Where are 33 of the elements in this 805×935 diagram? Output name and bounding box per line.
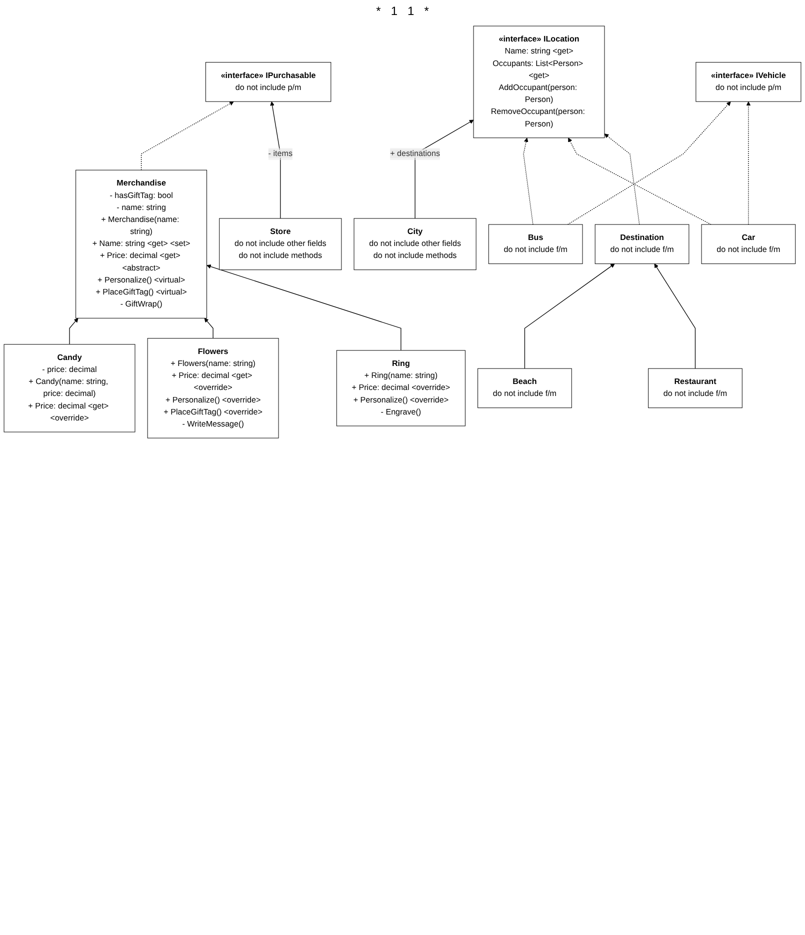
arrow xyxy=(654,264,696,369)
arrow xyxy=(270,101,281,219)
arrow xyxy=(140,101,234,170)
arrow xyxy=(746,101,751,225)
node-box: Flowers + Flowers(name: string) + Price: decimal <get> <override> + Personalize() <override> + PlaceGiftTag() <override> - WriteMessage() xyxy=(147,338,279,438)
node-box: Car do not include f/m xyxy=(701,224,796,264)
node-box: Merchandise - hasGiftTag: bool - name: string + Merchandise(name: string) + Name: string <get> <set> + Price: decimal <get> <abstract> + Personalize() <virtual> + PlaceGiftTag() <virtual> - GiftWrap() xyxy=(76,170,208,318)
node-box: Destination do not include f/m xyxy=(594,224,690,264)
node-box: «interface» IPurchasable do not include p/m xyxy=(205,62,332,102)
node-box: Store do not include other fields do not include methods xyxy=(219,218,342,270)
arrow xyxy=(524,264,615,369)
node-box: Candy - price: decimal + Candy(name: string, price: decimal) + Price: decimal <get> <override> xyxy=(4,344,136,432)
arrow xyxy=(69,318,78,345)
node-box: Restaurant do not include f/m xyxy=(648,368,742,408)
node-box: City do not include other fields do not include methods xyxy=(354,218,476,270)
arrow xyxy=(567,101,731,225)
arrow xyxy=(604,134,640,225)
arrow xyxy=(414,120,474,219)
node-box: Ring + Ring(name: string) + Price: decimal <override> + Personalize() <override> - Engrave() xyxy=(336,350,466,426)
arrow xyxy=(204,318,214,339)
multiplicity-label: * xyxy=(424,4,429,18)
node-box: «interface» IVehicle do not include p/m xyxy=(696,62,802,102)
arrow xyxy=(206,264,402,351)
multiplicity-label: * xyxy=(376,4,381,18)
arrow xyxy=(568,138,712,225)
arrow xyxy=(523,138,534,225)
multiplicity-label: 1 xyxy=(408,4,414,18)
multiplicity-label: 1 xyxy=(390,4,398,18)
node-box: «interface» ILocation Name: string <get> Occupants: List<Person> <get> AddOccupant(person: Person) RemoveOccupant(person: Person) xyxy=(473,26,605,138)
edge-label: - items xyxy=(268,149,292,158)
node-box: Bus do not include f/m xyxy=(488,224,583,264)
edge-label: + destinations xyxy=(390,149,440,158)
node-box: Beach do not include f/m xyxy=(478,368,572,408)
